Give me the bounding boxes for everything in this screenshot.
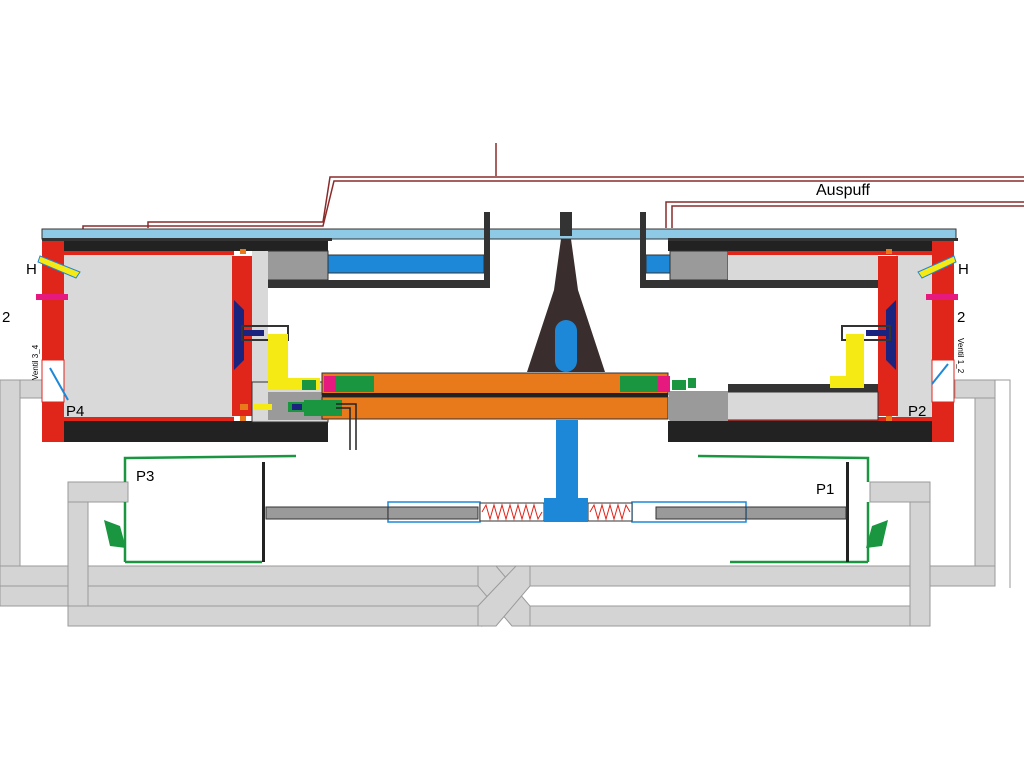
lower-right-flap <box>866 520 888 548</box>
right-spring <box>589 503 631 521</box>
top-plate-shadow-left <box>64 239 328 251</box>
p3-label: P3 <box>136 468 154 485</box>
left-h-needle <box>37 255 81 279</box>
left-blue-bar <box>327 254 485 274</box>
left-rail-bar <box>250 280 490 288</box>
left-number-label: 2 <box>2 309 10 326</box>
exhaust-label: Auspuff <box>816 182 871 199</box>
right-rail-bar <box>640 280 890 288</box>
pipe-cross <box>477 565 531 627</box>
left-gray-block <box>265 250 329 281</box>
p1-label: P1 <box>816 481 834 498</box>
right-number-label: 2 <box>957 309 965 326</box>
left-valve-label: Ventil 3_4 <box>31 344 40 380</box>
right-valve-label: Ventil 1_2 <box>956 338 965 374</box>
horizontal-rod <box>265 498 847 523</box>
p4-label: P4 <box>66 403 84 420</box>
left-spring <box>481 503 543 521</box>
central-piston <box>288 372 696 450</box>
top-plate-shadow-right <box>668 239 932 251</box>
right-h-label: H <box>958 261 969 278</box>
right-h-needle <box>917 255 957 279</box>
left-rail-post <box>484 212 490 287</box>
top-plate <box>41 228 957 240</box>
right-lower-plate <box>846 462 849 562</box>
center-post <box>560 212 572 236</box>
right-valve-flap <box>931 359 955 403</box>
right-blue-bar <box>645 254 671 274</box>
exhaust-lines <box>82 143 1024 230</box>
lower-left-chamber <box>123 454 297 564</box>
center-blue-column <box>555 320 577 372</box>
center-triangle <box>527 239 605 372</box>
right-housing <box>668 238 958 442</box>
left-valve-flap <box>41 359 69 403</box>
left-h-label: H <box>26 261 37 278</box>
blue-stem <box>556 420 578 520</box>
lower-right-chamber <box>697 454 870 564</box>
left-lower-plate <box>262 462 265 562</box>
lower-left-flap <box>104 520 126 548</box>
right-gray-block <box>669 250 729 281</box>
right-rail-post <box>640 212 646 287</box>
p2-label: P2 <box>908 403 926 420</box>
